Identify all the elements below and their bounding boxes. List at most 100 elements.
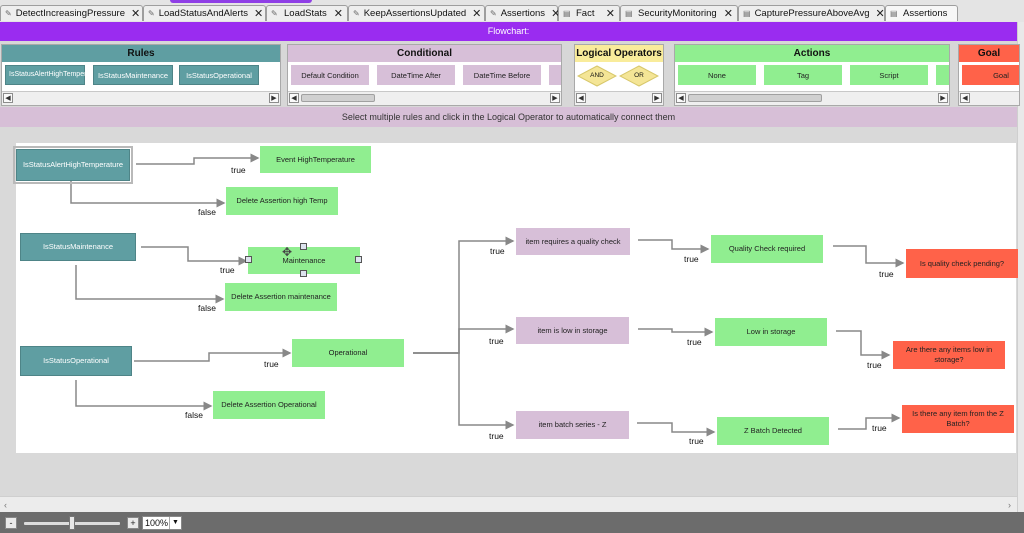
palette-logical-or[interactable]: OR	[619, 65, 659, 87]
connectors	[70, 153, 905, 437]
palette-goal[interactable]: Goal	[962, 65, 1019, 85]
palette-action-none[interactable]: None	[678, 65, 756, 85]
connector	[136, 153, 260, 165]
flow-rule-alert-high-temperature[interactable]: IsStatusAlertHighTemperature	[13, 146, 133, 184]
false-label: false	[198, 207, 216, 217]
connector	[141, 246, 248, 266]
palette-condition-datetime-before[interactable]: DateTime Before	[463, 65, 541, 85]
palette-action-tag[interactable]: Tag	[764, 65, 842, 85]
close-icon[interactable]: ✕	[472, 7, 482, 20]
tab-fact[interactable]: ▤ Fact ✕	[558, 5, 620, 21]
scroll-thumb[interactable]	[301, 94, 375, 102]
zoom-level-select[interactable]: 100% ▼	[142, 516, 182, 530]
logical-operators-panel-title: Logical Operators	[575, 45, 663, 62]
resize-handle[interactable]	[300, 243, 307, 250]
flow-condition-quality-check[interactable]: item requires a quality check	[516, 228, 630, 255]
scroll-thumb[interactable]	[688, 94, 822, 102]
tab-detect-increasing-pressure[interactable]: ✎ DetectIncreasingPressure ✕	[0, 5, 143, 21]
palette-condition-partial[interactable]	[549, 65, 561, 85]
rules-panel-scrollbar[interactable]: ◀ ▶	[2, 91, 280, 105]
scroll-right-icon[interactable]: ▶	[550, 93, 560, 103]
palette-condition-datetime-after[interactable]: DateTime After	[377, 65, 455, 85]
palette-action-partial[interactable]	[936, 65, 949, 85]
goal-panel-scrollbar[interactable]: ◀	[959, 91, 1019, 105]
rule-icon: ✎	[271, 9, 278, 18]
close-icon[interactable]: ✕	[875, 7, 885, 20]
zoom-out-button[interactable]: -	[5, 517, 17, 529]
close-icon[interactable]: ✕	[723, 7, 733, 20]
flow-action-delete-assertion-high-temp[interactable]: Delete Assertion high Temp	[226, 187, 338, 215]
scroll-right-icon[interactable]: ▶	[938, 93, 948, 103]
flowchart-header: Flowchart:	[0, 22, 1017, 41]
tab-assertions[interactable]: ✎ Assertions ✕	[485, 5, 561, 21]
close-icon[interactable]: ✕	[333, 7, 343, 20]
close-icon[interactable]: ✕	[605, 7, 615, 20]
flow-condition-low-in-storage[interactable]: item is low in storage	[516, 317, 629, 344]
move-cursor-icon: ✥	[282, 245, 293, 259]
tab-assertions-active[interactable]: ▤ Assertions	[885, 5, 958, 21]
tab-label: LoadStats	[284, 8, 327, 19]
chevron-down-icon[interactable]: ▼	[169, 517, 181, 529]
connector	[836, 330, 891, 360]
close-icon[interactable]: ✕	[253, 7, 264, 20]
flow-action-z-batch-detected[interactable]: Z Batch Detected	[717, 417, 829, 445]
close-icon[interactable]: ✕	[551, 7, 561, 20]
scroll-right-icon[interactable]: ▶	[652, 93, 662, 103]
tab-keep-assertions-updated[interactable]: ✎ KeepAssertionsUpdated ✕	[348, 5, 485, 21]
connector	[75, 380, 213, 411]
palette-rule-operational[interactable]: IsStatusOperational	[179, 65, 259, 85]
scroll-right-icon[interactable]: ▶	[269, 93, 279, 103]
resize-handle[interactable]	[300, 270, 307, 277]
active-tab-indicator	[170, 0, 312, 3]
resize-handle[interactable]	[355, 256, 362, 263]
true-label: true	[872, 423, 887, 433]
palette-rule-alert-high-temperature[interactable]: IsStatusAlertHighTemperature	[5, 65, 102, 85]
palette-condition-default[interactable]: Default Condition	[291, 65, 369, 85]
flow-goal-quality-check-pending[interactable]: Is quality check pending?	[906, 249, 1018, 278]
flow-action-event-high-temperature[interactable]: Event HighTemperature	[260, 146, 371, 173]
scroll-left-icon[interactable]: ◀	[289, 93, 299, 103]
conditional-panel: Conditional Default Condition DateTime A…	[287, 44, 562, 106]
true-label: true	[879, 269, 894, 279]
flow-goal-items-low-in-storage[interactable]: Are there any items low in storage?	[893, 341, 1005, 369]
conditional-panel-scrollbar[interactable]: ◀ ▶	[288, 91, 561, 105]
scroll-left-icon[interactable]: ‹	[4, 500, 7, 510]
scroll-left-icon[interactable]: ◀	[3, 93, 13, 103]
flow-action-delete-assertion-operational[interactable]: Delete Assertion Operational	[213, 391, 325, 419]
rule-icon: ✎	[148, 9, 155, 18]
zoom-in-button[interactable]: +	[127, 517, 139, 529]
resize-handle[interactable]	[245, 256, 252, 263]
connector	[637, 422, 716, 437]
palette-action-script[interactable]: Script	[850, 65, 928, 85]
true-label: true	[490, 246, 505, 256]
palette-rule-maintenance[interactable]: IsStatusMaintenance	[93, 65, 173, 85]
flow-rule-maintenance[interactable]: IsStatusMaintenance	[20, 233, 136, 261]
flow-goal-z-batch[interactable]: Is there any item from the Z Batch?	[902, 405, 1014, 433]
scroll-left-icon[interactable]: ◀	[960, 93, 970, 103]
tab-load-stats[interactable]: ✎ LoadStats ✕	[266, 5, 348, 21]
flow-action-operational[interactable]: Operational	[292, 339, 404, 367]
rule-icon: ✎	[5, 9, 12, 18]
actions-panel-scrollbar[interactable]: ◀ ▶	[675, 91, 949, 105]
flowchart-canvas[interactable]: IsStatusAlertHighTemperature IsStatusMai…	[13, 143, 1018, 453]
palette-logical-and[interactable]: AND	[577, 65, 617, 87]
flow-action-low-in-storage[interactable]: Low in storage	[715, 318, 827, 346]
flow-rule-operational[interactable]: IsStatusOperational	[20, 346, 132, 376]
flow-condition-batch-series-z[interactable]: item batch series - Z	[516, 411, 629, 439]
flow-action-quality-check-required[interactable]: Quality Check required	[711, 235, 823, 263]
flow-action-delete-assertion-maintenance[interactable]: Delete Assertion maintenance	[225, 283, 337, 311]
close-icon[interactable]: ✕	[131, 7, 141, 20]
horizontal-scrollbar[interactable]: ‹ ›	[0, 496, 1017, 513]
tab-label: Fact	[576, 8, 595, 19]
scroll-right-icon[interactable]: ›	[1008, 500, 1011, 510]
connector	[638, 239, 710, 254]
connector	[134, 348, 292, 362]
zoom-slider-thumb[interactable]	[69, 516, 75, 530]
tab-security-monitoring[interactable]: ▤ SecurityMonitoring ✕	[620, 5, 738, 21]
scroll-left-icon[interactable]: ◀	[676, 93, 686, 103]
flow-action-maintenance[interactable]: Maintenance	[248, 247, 360, 274]
tab-load-status-and-alerts[interactable]: ✎ LoadStatusAndAlerts ✕	[143, 5, 266, 21]
logical-panel-scrollbar[interactable]: ◀ ▶	[575, 91, 663, 105]
scroll-left-icon[interactable]: ◀	[576, 93, 586, 103]
tab-capture-pressure-above-avg[interactable]: ▤ CapturePressureAboveAvg ✕	[738, 5, 885, 21]
